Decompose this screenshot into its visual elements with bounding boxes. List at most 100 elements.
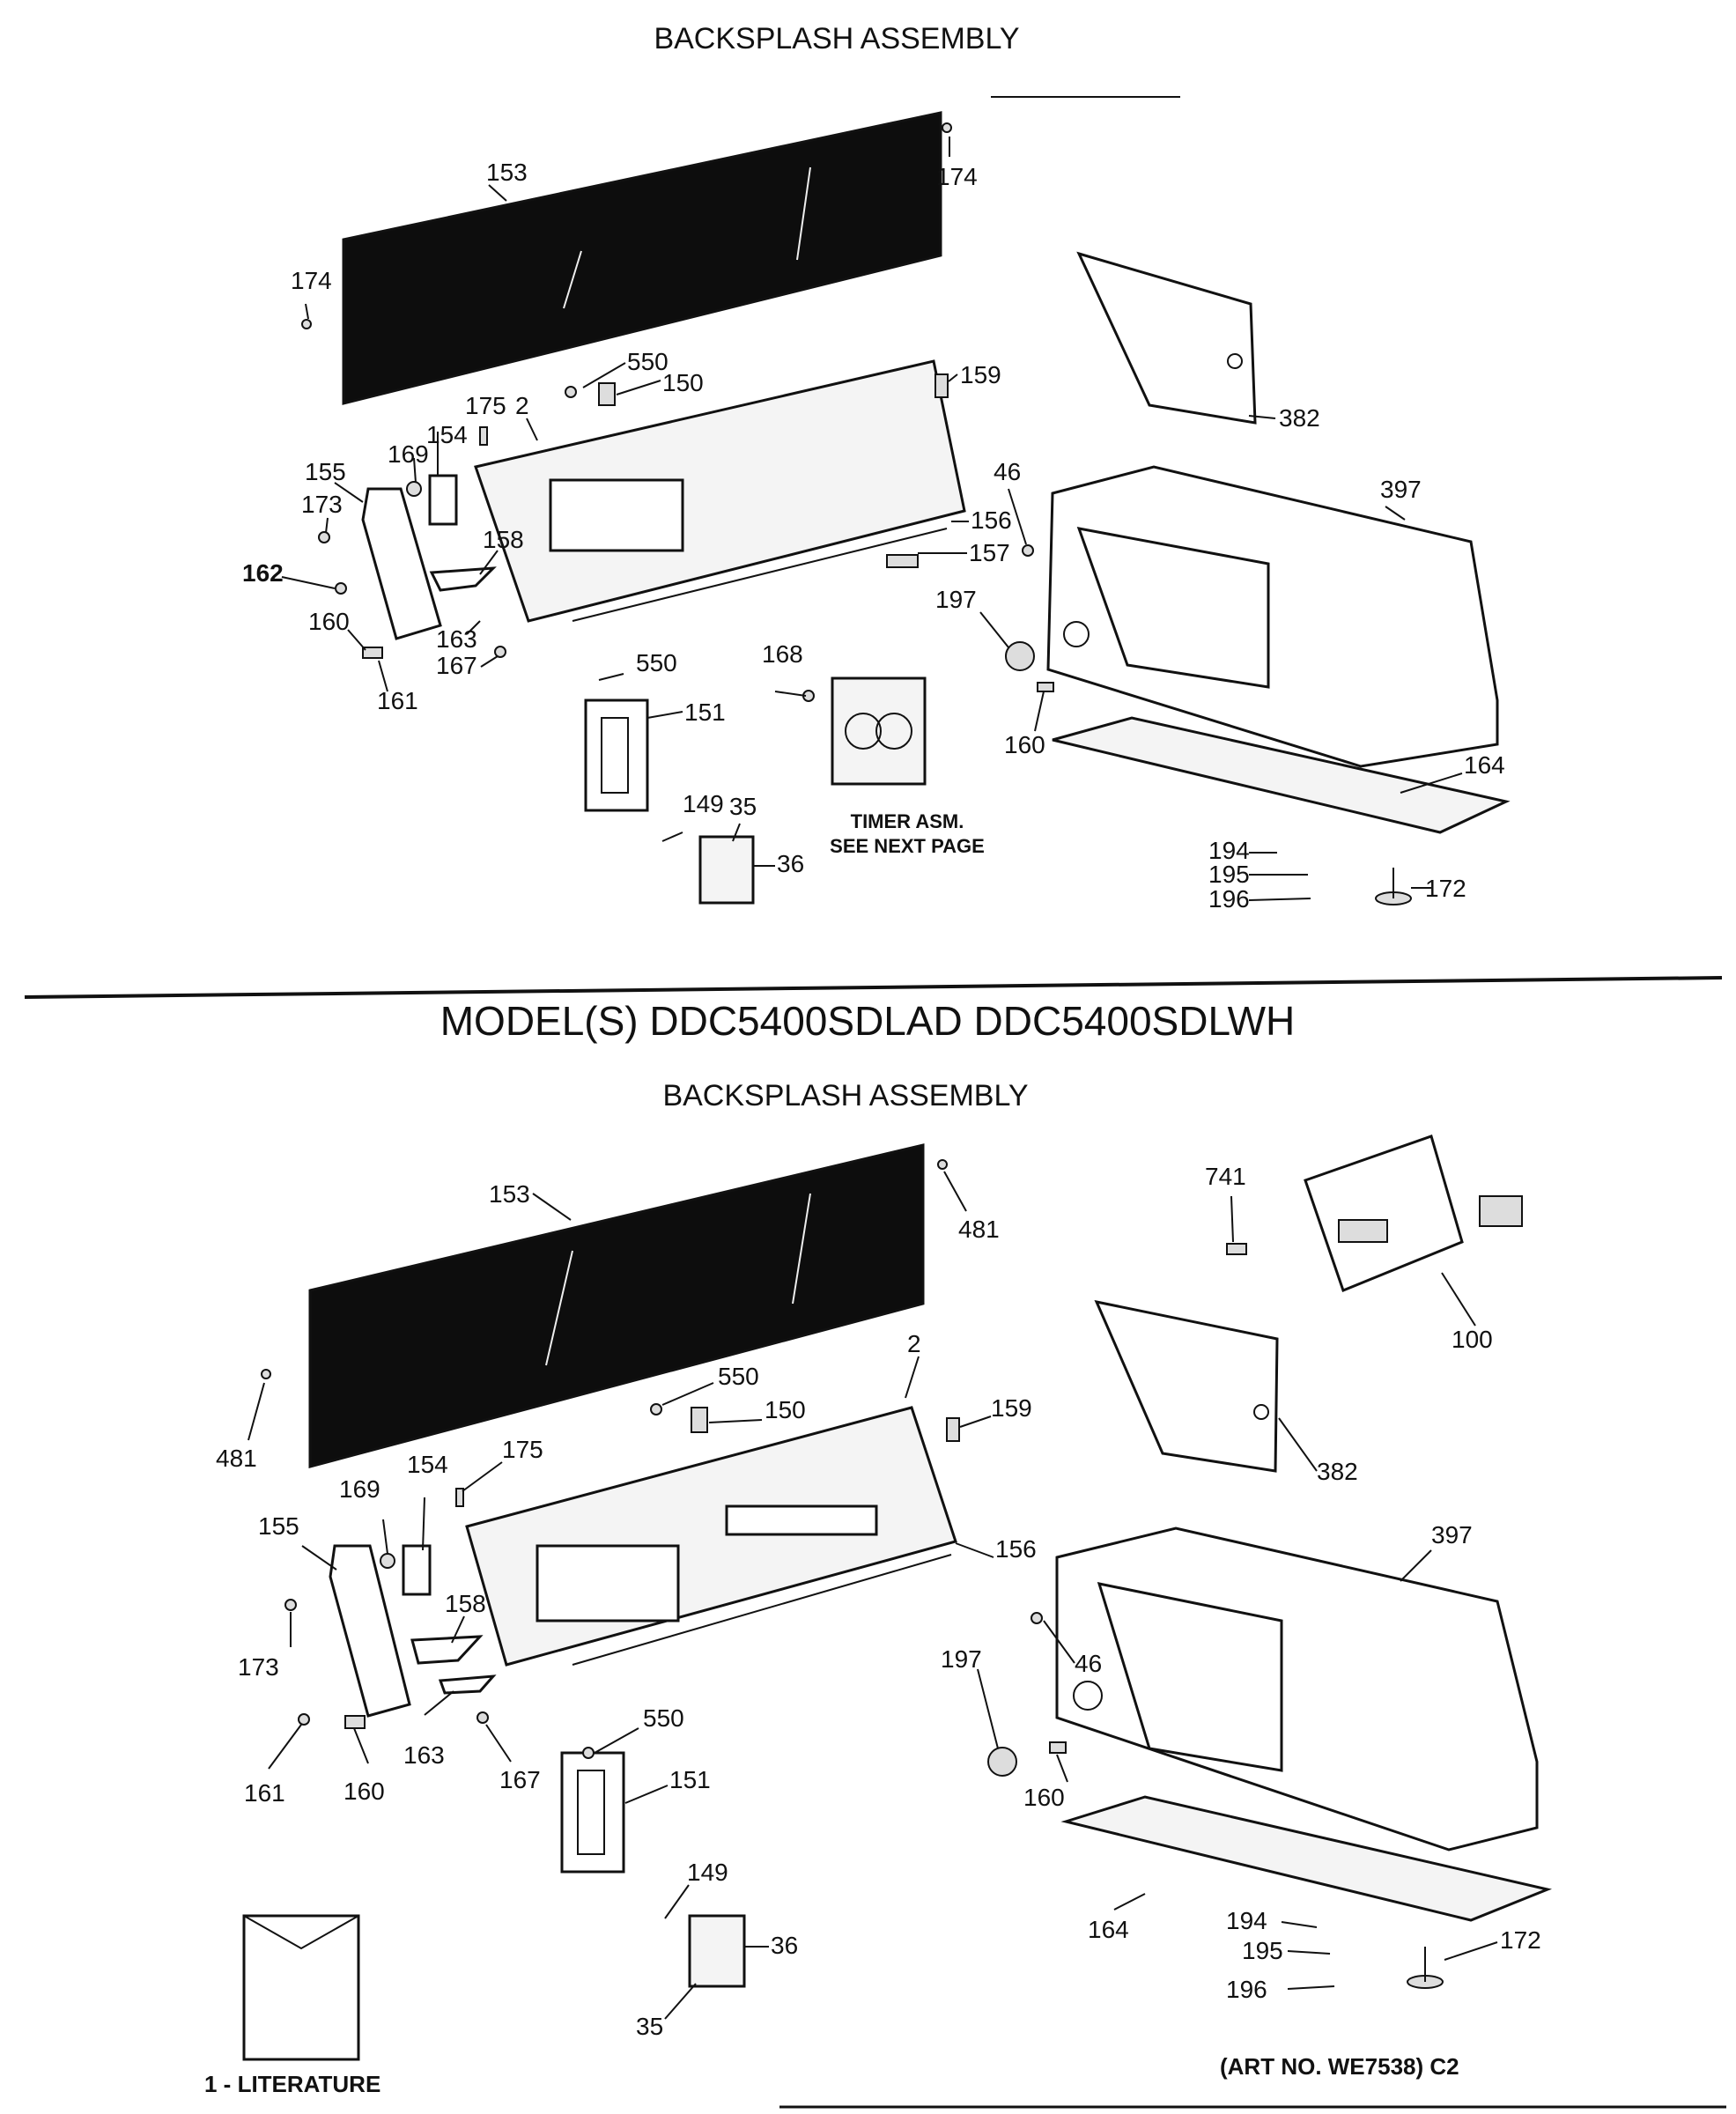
- callout-153: 153: [486, 159, 528, 186]
- callout-36: 36: [771, 1932, 798, 1959]
- part-160: [1037, 682, 1054, 692]
- callout-149: 149: [687, 1859, 728, 1886]
- screw-174: [301, 319, 312, 329]
- callout-159: 159: [960, 361, 1001, 388]
- callout-550: 550: [718, 1363, 759, 1390]
- callout-397: 397: [1380, 476, 1422, 503]
- housing-hole: [1063, 621, 1090, 647]
- callout-172: 172: [1500, 1926, 1541, 1954]
- callout-46: 46: [994, 458, 1021, 485]
- callout-161: 161: [377, 687, 418, 714]
- housing-opening: [1076, 527, 1270, 689]
- callout-194: 194: [1226, 1907, 1267, 1934]
- cover-hole: [1253, 1404, 1269, 1420]
- callout-197: 197: [941, 1645, 982, 1673]
- callout-2: 2: [907, 1330, 921, 1357]
- callout-153: 153: [489, 1180, 530, 1208]
- callout-158: 158: [445, 1590, 486, 1617]
- control-board-100: [1304, 1135, 1464, 1292]
- callout-169: 169: [388, 440, 429, 468]
- callout-151: 151: [669, 1766, 711, 1793]
- bracket-158: [410, 1635, 484, 1665]
- part-160: [1049, 1741, 1067, 1754]
- callout-162: 162: [242, 559, 284, 587]
- base-plate-164: [1052, 716, 1511, 834]
- callout-150: 150: [765, 1396, 806, 1423]
- bezel-151: [584, 699, 649, 812]
- base-plate-164: [1060, 1795, 1552, 1922]
- bottom-leader-lines: [247, 1171, 1498, 2020]
- art-number: (ART NO. WE7538) C2: [1220, 2053, 1459, 2080]
- callout-382: 382: [1279, 404, 1320, 432]
- envelope-flap: [243, 1915, 359, 1950]
- callout-174: 174: [291, 267, 332, 294]
- callout-149: 149: [683, 790, 724, 817]
- callout-158: 158: [483, 526, 524, 553]
- top-leader-lines: [281, 137, 1463, 901]
- switch-35: [688, 1914, 746, 1988]
- section-divider: [24, 976, 1723, 999]
- screw-162: [335, 582, 347, 595]
- glass-glare: [792, 1193, 811, 1305]
- callout-160: 160: [1004, 731, 1045, 758]
- callout-167: 167: [436, 652, 477, 679]
- housing-397: [1046, 465, 1499, 768]
- clip-150: [691, 1407, 708, 1433]
- callout-2: 2: [515, 392, 529, 419]
- knob-197: [987, 1747, 1017, 1777]
- callout-167: 167: [499, 1766, 541, 1793]
- bracket-154: [428, 474, 458, 526]
- board-display: [1338, 1219, 1388, 1243]
- screw-550: [582, 1747, 595, 1759]
- glass-panel-153: [342, 111, 942, 405]
- callout-155: 155: [258, 1512, 299, 1540]
- callout-172: 172: [1425, 875, 1466, 902]
- screw-167: [476, 1711, 489, 1724]
- callout-195: 195: [1208, 861, 1250, 888]
- callout-196: 196: [1208, 885, 1250, 913]
- literature-envelope: [242, 1914, 360, 2061]
- screw-173: [284, 1599, 297, 1611]
- callout-156: 156: [995, 1535, 1037, 1563]
- part-163: [438, 1674, 497, 1695]
- bracket-154: [402, 1544, 432, 1596]
- timer-note-line1: TIMER ASM.: [851, 810, 964, 832]
- part-169: [380, 1553, 395, 1569]
- part-160: [362, 647, 383, 659]
- end-bracket-155: [361, 487, 442, 640]
- callout-481: 481: [216, 1445, 257, 1472]
- callout-150: 150: [662, 369, 704, 396]
- part-159: [934, 373, 949, 398]
- callout-550: 550: [636, 649, 677, 676]
- callout-741: 741: [1205, 1163, 1246, 1190]
- screw-481: [937, 1159, 948, 1170]
- callout-35: 35: [729, 793, 757, 820]
- callout-36: 36: [777, 850, 804, 877]
- callout-163: 163: [403, 1741, 445, 1769]
- control-label-plate: [549, 478, 684, 552]
- bezel-151: [560, 1751, 625, 1874]
- board-connector: [1479, 1195, 1523, 1227]
- screw-46: [1022, 544, 1034, 557]
- model-heading: MODEL(S) DDC5400SDLAD DDC5400SDLWH: [440, 998, 1296, 1044]
- callout-481: 481: [958, 1216, 1000, 1243]
- callout-154: 154: [426, 421, 468, 448]
- switch-35: [698, 835, 755, 905]
- callout-174: 174: [936, 163, 978, 190]
- screw-173: [318, 531, 330, 543]
- glass-glare: [545, 1250, 573, 1366]
- callout-160: 160: [308, 608, 350, 635]
- callout-160: 160: [344, 1778, 385, 1805]
- bezel-slot: [601, 717, 629, 794]
- timer-note-line2: SEE NEXT PAGE: [830, 835, 985, 857]
- screw-161: [298, 1713, 310, 1726]
- glass-panel-153: [308, 1143, 925, 1468]
- bottom-title: BACKSPLASH ASSEMBLY: [662, 1079, 1028, 1112]
- top-title: BACKSPLASH ASSEMBLY: [654, 22, 1019, 55]
- callout-169: 169: [339, 1475, 380, 1503]
- callout-173: 173: [238, 1653, 279, 1681]
- callout-155: 155: [305, 458, 346, 485]
- screw-481: [261, 1369, 271, 1379]
- panel-trim-strip: [572, 528, 948, 622]
